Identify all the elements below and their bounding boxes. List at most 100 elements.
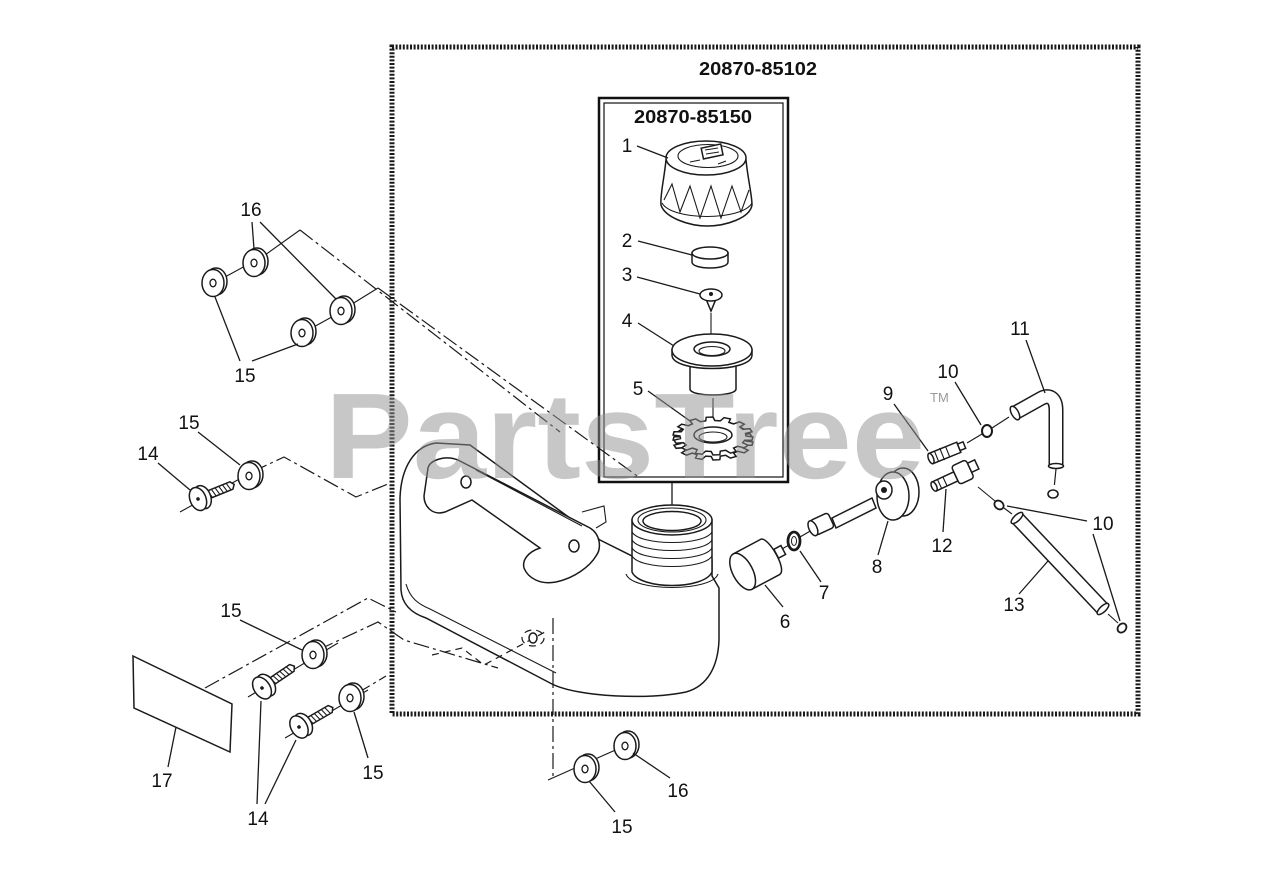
part-15-washer-lower-b bbox=[338, 682, 365, 713]
callout-10-lower: 10 bbox=[1092, 514, 1113, 535]
callout-11: 11 bbox=[1010, 319, 1030, 340]
leader-10-lower-a bbox=[1006, 505, 1088, 522]
leader-9 bbox=[893, 403, 929, 452]
part-7-grommet bbox=[786, 530, 802, 552]
callout-16-bottom: 16 bbox=[667, 781, 688, 802]
part-12-elbow bbox=[930, 458, 980, 493]
callout-4: 4 bbox=[622, 311, 633, 332]
callout-2: 2 bbox=[622, 231, 633, 252]
axis-11-ring bbox=[1053, 468, 1057, 490]
callout-14-lower: 14 bbox=[247, 809, 269, 830]
part-14-screw-middle bbox=[185, 472, 240, 514]
callout-9: 9 bbox=[883, 384, 894, 405]
part-15-washer-middle bbox=[237, 460, 264, 491]
part-16-washer-upper-a bbox=[242, 247, 269, 278]
part-3-valve bbox=[699, 288, 723, 313]
phantom-line-lower-b bbox=[317, 621, 499, 669]
leader-4 bbox=[637, 322, 675, 347]
inner-assembly-number: 20870-85150 bbox=[634, 107, 752, 127]
callout-3: 3 bbox=[622, 265, 633, 286]
tank-hidden-edge bbox=[431, 631, 546, 666]
strap-hole-left bbox=[460, 475, 472, 489]
phantom-line-lower-a bbox=[204, 597, 397, 689]
part-8-fuel-joint bbox=[807, 467, 920, 537]
part-15-washer-lower-a bbox=[301, 639, 328, 670]
leader-3 bbox=[636, 276, 701, 295]
leader-15-bottom bbox=[588, 780, 616, 813]
leader-17 bbox=[167, 726, 177, 768]
outer-assembly-number: 20870-85102 bbox=[699, 59, 817, 79]
leader-15-lower-b bbox=[353, 711, 369, 759]
leader-16-upper-a bbox=[251, 221, 255, 250]
callout-15-middle: 15 bbox=[178, 413, 199, 434]
leader-1 bbox=[636, 145, 669, 159]
leader-2 bbox=[637, 240, 693, 256]
phantom-line-upper-a bbox=[299, 229, 561, 433]
callout-17: 17 bbox=[151, 771, 172, 792]
axis-ring-tube-a bbox=[1003, 507, 1013, 515]
callout-5: 5 bbox=[633, 379, 644, 400]
tank-mount-hole bbox=[528, 632, 538, 644]
phantom-line-middle bbox=[251, 456, 389, 498]
axis-ring-tube-b bbox=[1107, 613, 1119, 624]
part-15-washer-bottom bbox=[573, 753, 600, 784]
part-5-lock-nut bbox=[672, 416, 754, 461]
callout-14-middle: 14 bbox=[137, 444, 159, 465]
part-10-ring-upper bbox=[981, 424, 993, 438]
callout-15-lower-a: 15 bbox=[220, 601, 241, 622]
axis-9-10 bbox=[966, 433, 983, 444]
leader-11 bbox=[1025, 339, 1046, 394]
leader-15-middle bbox=[197, 431, 241, 466]
leader-15-upper-a bbox=[214, 296, 241, 362]
callout-16-upper: 16 bbox=[240, 200, 261, 221]
leader-6 bbox=[764, 584, 784, 608]
part-2-disc bbox=[691, 246, 729, 269]
tank-strap-bracket bbox=[423, 457, 607, 584]
part-4-filler-flange bbox=[671, 333, 753, 396]
part-14-screw-lower-a bbox=[247, 655, 302, 704]
axis-10-11 bbox=[991, 416, 1010, 429]
leader-10-lower-b bbox=[1092, 533, 1121, 622]
leader-15-lower-a bbox=[239, 619, 303, 651]
part-17-pad bbox=[132, 654, 233, 754]
callout-15-bottom: 15 bbox=[611, 817, 632, 838]
callout-8: 8 bbox=[872, 557, 883, 578]
part-15-washer-upper-a bbox=[201, 267, 228, 298]
leader-16-bottom bbox=[632, 752, 671, 779]
callout-12: 12 bbox=[931, 536, 952, 557]
leader-10-upper bbox=[954, 381, 982, 426]
callout-15-upper: 15 bbox=[234, 366, 255, 387]
watermark-brand: PartsTree bbox=[325, 368, 925, 504]
part-13-fuel-tube bbox=[1010, 511, 1110, 616]
part-10-ring-lower-a bbox=[993, 499, 1005, 511]
part-11-fuel-hose bbox=[1009, 389, 1065, 470]
outer-assembly-box bbox=[389, 44, 1141, 717]
part-6-fuel-filter bbox=[728, 538, 787, 591]
tank-filler-neck bbox=[625, 504, 719, 588]
leader-15-upper-b bbox=[251, 343, 299, 362]
part-9-fitting bbox=[927, 440, 967, 465]
callout-7: 7 bbox=[819, 583, 830, 604]
part-14-screw-lower-b bbox=[285, 696, 340, 743]
leader-14-lower-a bbox=[256, 700, 262, 805]
part-1-fuel-cap bbox=[660, 140, 753, 227]
part-15-washer-upper-b bbox=[290, 317, 317, 348]
part-16-washer-upper-b bbox=[329, 295, 356, 326]
leader-8 bbox=[877, 520, 889, 556]
leader-16-upper-b bbox=[259, 221, 337, 300]
callout-1: 1 bbox=[622, 136, 633, 157]
watermark-trademark: TM bbox=[930, 390, 949, 405]
leader-14-lower-b bbox=[264, 739, 297, 805]
callout-13: 13 bbox=[1003, 595, 1024, 616]
strap-hole-right bbox=[568, 539, 580, 553]
part-10-ring-hose bbox=[1047, 489, 1059, 499]
part-10-ring-lower-b bbox=[1116, 622, 1128, 634]
callout-10-upper: 10 bbox=[937, 362, 958, 383]
inner-assembly-box bbox=[597, 96, 790, 484]
leader-14-middle bbox=[157, 462, 191, 491]
leader-5 bbox=[647, 390, 691, 422]
leader-13 bbox=[1018, 560, 1049, 595]
leader-12 bbox=[942, 488, 947, 533]
axis-12-10 bbox=[977, 486, 996, 502]
